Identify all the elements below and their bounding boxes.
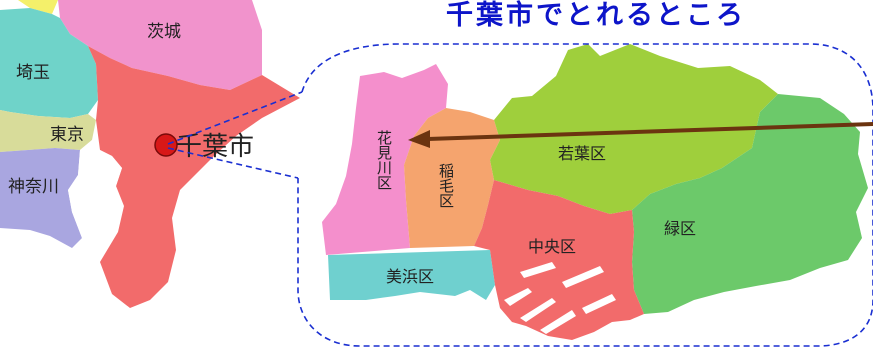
pier-b <box>520 298 556 322</box>
pier-e <box>582 294 616 314</box>
connector-line-bottom <box>167 147 299 179</box>
pointer-arrow <box>408 122 873 148</box>
label-ibaraki: 茨城 <box>147 22 181 42</box>
pointer-arrow-head <box>408 130 430 148</box>
pier-a <box>504 288 532 306</box>
region-chiba-prefecture <box>88 46 300 308</box>
label-mihama: 美浜区 <box>386 267 434 286</box>
region-kanagawa <box>0 148 82 248</box>
label-chuo: 中央区 <box>528 237 576 256</box>
label-midori: 緑区 <box>664 219 696 238</box>
pier-d <box>562 266 604 288</box>
pointer-arrow-shaft <box>427 122 873 141</box>
label-kanagawa: 神奈川 <box>8 177 59 197</box>
callout-border <box>297 43 873 347</box>
left-overview-map: 茨城 埼玉 東京 神奈川 千葉市 <box>0 0 300 308</box>
ward-mihama <box>328 250 495 300</box>
callout-connector <box>167 91 303 179</box>
region-tochigi-corner <box>18 0 58 14</box>
ward-wakaba <box>490 44 778 214</box>
region-saitama <box>0 8 98 118</box>
label-hanamigawa: 花見川区 <box>375 130 393 190</box>
region-ibaraki <box>58 0 262 90</box>
ward-midori <box>632 94 868 314</box>
pier-c <box>540 310 576 334</box>
harbour-details <box>452 62 616 334</box>
label-inage: 稲毛区 <box>437 163 455 208</box>
label-saitama: 埼玉 <box>16 63 50 83</box>
region-tokyo <box>0 110 96 152</box>
pier-f <box>520 262 556 278</box>
page-title: 千葉市でとれるところ <box>446 0 746 31</box>
label-tokyo: 東京 <box>50 125 84 145</box>
chiba-city-ward-map: 花見川区 稲毛区 若葉区 緑区 中央区 美浜区 <box>322 44 868 340</box>
canal-north <box>452 62 472 110</box>
ward-hanamigawa <box>322 64 448 255</box>
tokyo-bay <box>68 140 122 238</box>
label-wakaba: 若葉区 <box>558 144 606 163</box>
connector-line-top <box>167 91 303 145</box>
chiba-city-marker <box>154 133 178 157</box>
label-chiba-city: 千葉市 <box>176 132 254 162</box>
